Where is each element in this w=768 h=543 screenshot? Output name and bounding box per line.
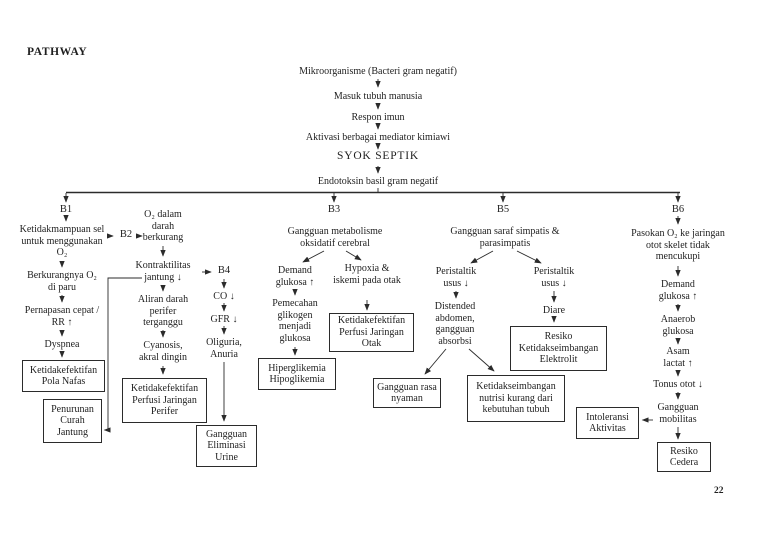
- node-gangguan-mobilitas: Gangguan mobilitas: [657, 402, 699, 425]
- box-perfusi-jaringan-perifer: Ketidakefektifan Perfusi Jaringan Perife…: [122, 378, 207, 423]
- box-hiperglikemia-hipoglikemia: Hiperglikemia Hipoglikemia: [258, 358, 336, 390]
- node-dyspnea: Dyspnea: [44, 339, 80, 350]
- node-anaerob-glukosa: Anaerob glukosa: [660, 314, 696, 337]
- node-cyanosis: Cyanosis, akral dingin: [138, 340, 188, 363]
- branch-label-b3: B3: [327, 204, 341, 215]
- node-peristaltik-usus-kiri: Peristaltik usus ↓: [435, 266, 477, 289]
- branch-label-b1: B1: [59, 204, 73, 215]
- node-asam-lactat: Asam lactat ↑: [663, 346, 693, 369]
- node-masuk-tubuh: Masuk tubuh manusia: [333, 91, 423, 102]
- node-pasokan-o2: Pasokan O₂ ke jaringan otot skelet tidak…: [631, 228, 725, 262]
- node-endotoksin: Endotoksin basil gram negatif: [317, 176, 439, 187]
- branch-label-b2: B2: [119, 229, 133, 240]
- node-aktivasi-mediator: Aktivasi berbagai mediator kimiawi: [305, 132, 451, 143]
- node-aliran-darah-perifer: Aliran darah perifer terganggu: [137, 294, 189, 328]
- node-diare: Diare: [542, 305, 566, 316]
- box-ketidakseimbangan-nutrisi: Ketidakseimbangan nutrisi kurang dari ke…: [467, 375, 565, 422]
- page-title: PATHWAY: [27, 46, 88, 58]
- box-gangguan-rasa-nyaman: Gangguan rasa nyaman: [373, 378, 441, 408]
- branch-label-b6: B6: [671, 204, 685, 215]
- node-tonus-otot: Tonus otot ↓: [653, 379, 703, 390]
- node-o2-dalam-darah: O₂ dalam darah berkurang: [142, 209, 184, 243]
- node-hypoxia-iskemi: Hypoxia & iskemi pada otak: [333, 263, 401, 286]
- node-gfr-turun: GFR ↓: [210, 314, 238, 325]
- node-respon-imun: Respon imun: [351, 112, 405, 123]
- box-intoleransi-aktivitas: Intoleransi Aktivitas: [576, 407, 639, 439]
- node-peristaltik-usus-kanan: Peristaltik usus ↓: [533, 266, 575, 289]
- node-co-turun: CO ↓: [213, 291, 235, 302]
- box-gangguan-eliminasi-urine: Gangguan Eliminasi Urine: [196, 425, 257, 467]
- box-resiko-elektrolit: Resiko Ketidakseimbangan Elektrolit: [510, 326, 607, 371]
- node-berkurangnya-o2: Berkurangnya O₂ di paru: [27, 270, 97, 293]
- node-demand-glukosa-b6: Demand glukosa ↑: [658, 279, 698, 302]
- node-gangguan-saraf: Gangguan saraf simpatis & parasimpatis: [450, 226, 560, 249]
- node-demand-glukosa-b3: Demand glukosa ↑: [275, 265, 315, 288]
- node-kontraktilitas-jantung: Kontraktilitas jantung ↓: [135, 260, 191, 283]
- box-penurunan-curah-jantung: Penurunan Curah Jantung: [43, 399, 102, 443]
- node-pernapasan-cepat: Pernapasan cepat / RR ↑: [24, 305, 100, 328]
- page-number: 22: [714, 486, 724, 496]
- node-mikroorganisme: Mikroorganisme (Bacteri gram negatif): [299, 66, 457, 77]
- node-pemecahan-glikogen: Pemecahan glikogen menjadi glukosa: [272, 298, 318, 344]
- box-resiko-cedera: Resiko Cedera: [657, 442, 711, 472]
- node-ketidakmampuan-sel: Ketidakmampuan sel untuk menggunakan O₂: [19, 224, 105, 258]
- box-perfusi-jaringan-otak: Ketidakefektifan Perfusi Jaringan Otak: [329, 313, 414, 352]
- node-gangguan-metabolisme: Gangguan metabolisme oksidatif cerebral: [287, 226, 383, 249]
- node-oliguria-anuria: Oliguria, Anuria: [206, 337, 242, 360]
- branch-label-b5: B5: [496, 204, 510, 215]
- node-syok-septik: SYOK SEPTIK: [337, 150, 419, 162]
- branch-label-b4: B4: [217, 265, 231, 276]
- node-distended-abdomen: Distended abdomen, gangguan absorbsi: [434, 301, 476, 347]
- box-ketidakefektifan-pola-nafas: Ketidakefektifan Pola Nafas: [22, 360, 105, 392]
